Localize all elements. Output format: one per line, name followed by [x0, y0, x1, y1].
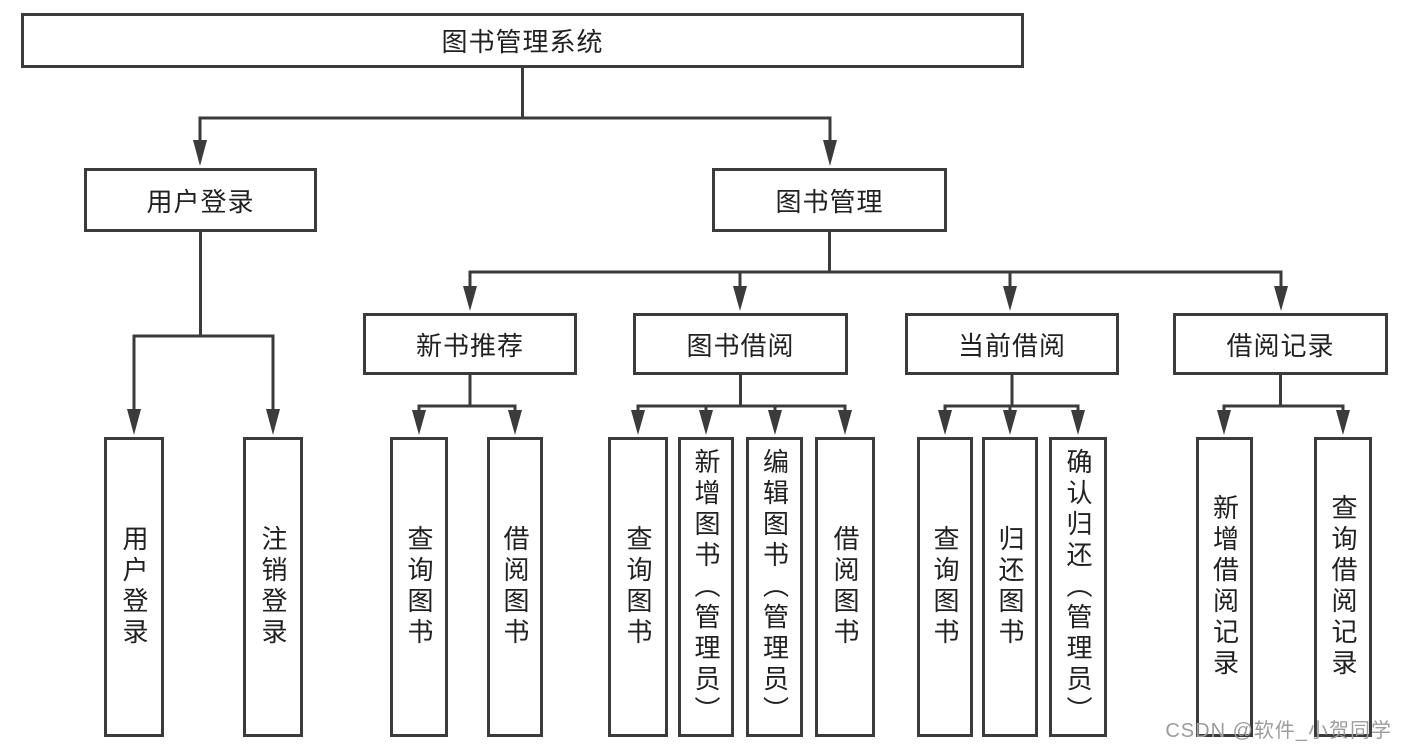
connector-records-to-leaves	[1222, 371, 1345, 415]
leaf-current-query-books: 查询图书	[917, 437, 973, 737]
connector-borrowing-to-leaves	[636, 371, 847, 415]
arrowhead	[768, 410, 782, 435]
node-user-login: 用户登录	[84, 168, 317, 232]
leaf-recommend-query-books-label: 查询图书	[404, 525, 434, 649]
leaf-logout: 注销登录	[243, 437, 303, 737]
node-borrowing-records-label: 借阅记录	[1226, 330, 1335, 361]
connector-root-to-level2	[198, 64, 832, 144]
arrowhead	[699, 410, 713, 435]
connector-bookmgmt-to-level3	[468, 228, 1283, 291]
node-new-book-recommend: 新书推荐	[363, 313, 577, 375]
leaf-borrowing-borrow-books-label: 借阅图书	[830, 525, 860, 649]
leaf-user-login-label: 用户登录	[119, 525, 149, 649]
arrowhead	[838, 410, 852, 435]
node-root-label: 图书管理系统	[441, 27, 604, 57]
leaf-borrowing-edit-books-admin: 编辑图书（管理员）	[746, 437, 803, 737]
node-current-borrowing-label: 当前借阅	[957, 330, 1066, 361]
leaf-current-return-books-label: 归还图书	[995, 525, 1025, 649]
arrowhead	[938, 410, 952, 435]
leaf-records-add-record-label: 新增借阅记录	[1209, 494, 1240, 680]
arrowhead	[1336, 410, 1350, 435]
arrowhead	[1003, 410, 1017, 435]
arrowhead	[1217, 410, 1231, 435]
arrowhead	[1003, 286, 1017, 311]
node-book-management-label: 图书管理	[775, 186, 884, 217]
leaf-borrowing-edit-books-admin-label: 编辑图书（管理员）	[759, 447, 790, 727]
node-user-login-label: 用户登录	[146, 186, 255, 217]
connector-current-to-leaves	[943, 371, 1080, 415]
leaf-recommend-borrow-books-label: 借阅图书	[500, 525, 530, 649]
leaf-current-confirm-return-admin-label: 确认归还（管理员）	[1063, 447, 1093, 727]
leaf-current-confirm-return-admin: 确认归还（管理员）	[1049, 437, 1107, 737]
arrowhead	[266, 409, 280, 435]
node-current-borrowing: 当前借阅	[905, 313, 1119, 375]
leaf-logout-label: 注销登录	[258, 525, 288, 649]
leaf-borrowing-borrow-books: 借阅图书	[815, 437, 875, 737]
node-new-book-recommend-label: 新书推荐	[415, 330, 524, 361]
arrowhead	[823, 140, 837, 166]
leaf-recommend-borrow-books: 借阅图书	[487, 437, 543, 737]
arrowhead	[127, 409, 141, 435]
leaf-borrowing-add-books-admin-label: 新增图书（管理员）	[691, 447, 721, 727]
connector-recommend-to-leaves	[417, 371, 517, 415]
leaf-records-add-record: 新增借阅记录	[1196, 437, 1253, 737]
node-book-borrowing-label: 图书借阅	[686, 330, 795, 361]
leaf-user-login: 用户登录	[104, 437, 164, 737]
arrowhead	[412, 410, 426, 435]
node-borrowing-records: 借阅记录	[1173, 313, 1388, 375]
arrowhead	[508, 410, 522, 435]
leaf-borrowing-query-books: 查询图书	[608, 437, 668, 737]
arrowhead	[1274, 286, 1288, 311]
leaf-borrowing-query-books-label: 查询图书	[623, 525, 653, 649]
arrowheads	[127, 140, 1350, 435]
leaf-current-return-books: 归还图书	[982, 437, 1038, 737]
leaf-records-query-record: 查询借阅记录	[1314, 437, 1372, 737]
arrowhead	[463, 286, 477, 311]
arrowhead	[733, 286, 747, 311]
node-root: 图书管理系统	[21, 13, 1024, 68]
leaf-borrowing-add-books-admin: 新增图书（管理员）	[678, 437, 734, 737]
connector-userlogin-to-leaves	[132, 228, 275, 413]
node-book-management: 图书管理	[712, 168, 947, 232]
arrowhead	[1071, 410, 1085, 435]
leaf-current-query-books-label: 查询图书	[930, 525, 960, 649]
leaf-recommend-query-books: 查询图书	[390, 437, 448, 737]
arrowhead	[193, 140, 207, 166]
watermark: CSDN @软件_小贺同学	[1165, 720, 1392, 742]
arrowhead	[631, 410, 645, 435]
node-book-borrowing: 图书借阅	[633, 313, 848, 375]
leaf-records-query-record-label: 查询借阅记录	[1328, 494, 1358, 680]
